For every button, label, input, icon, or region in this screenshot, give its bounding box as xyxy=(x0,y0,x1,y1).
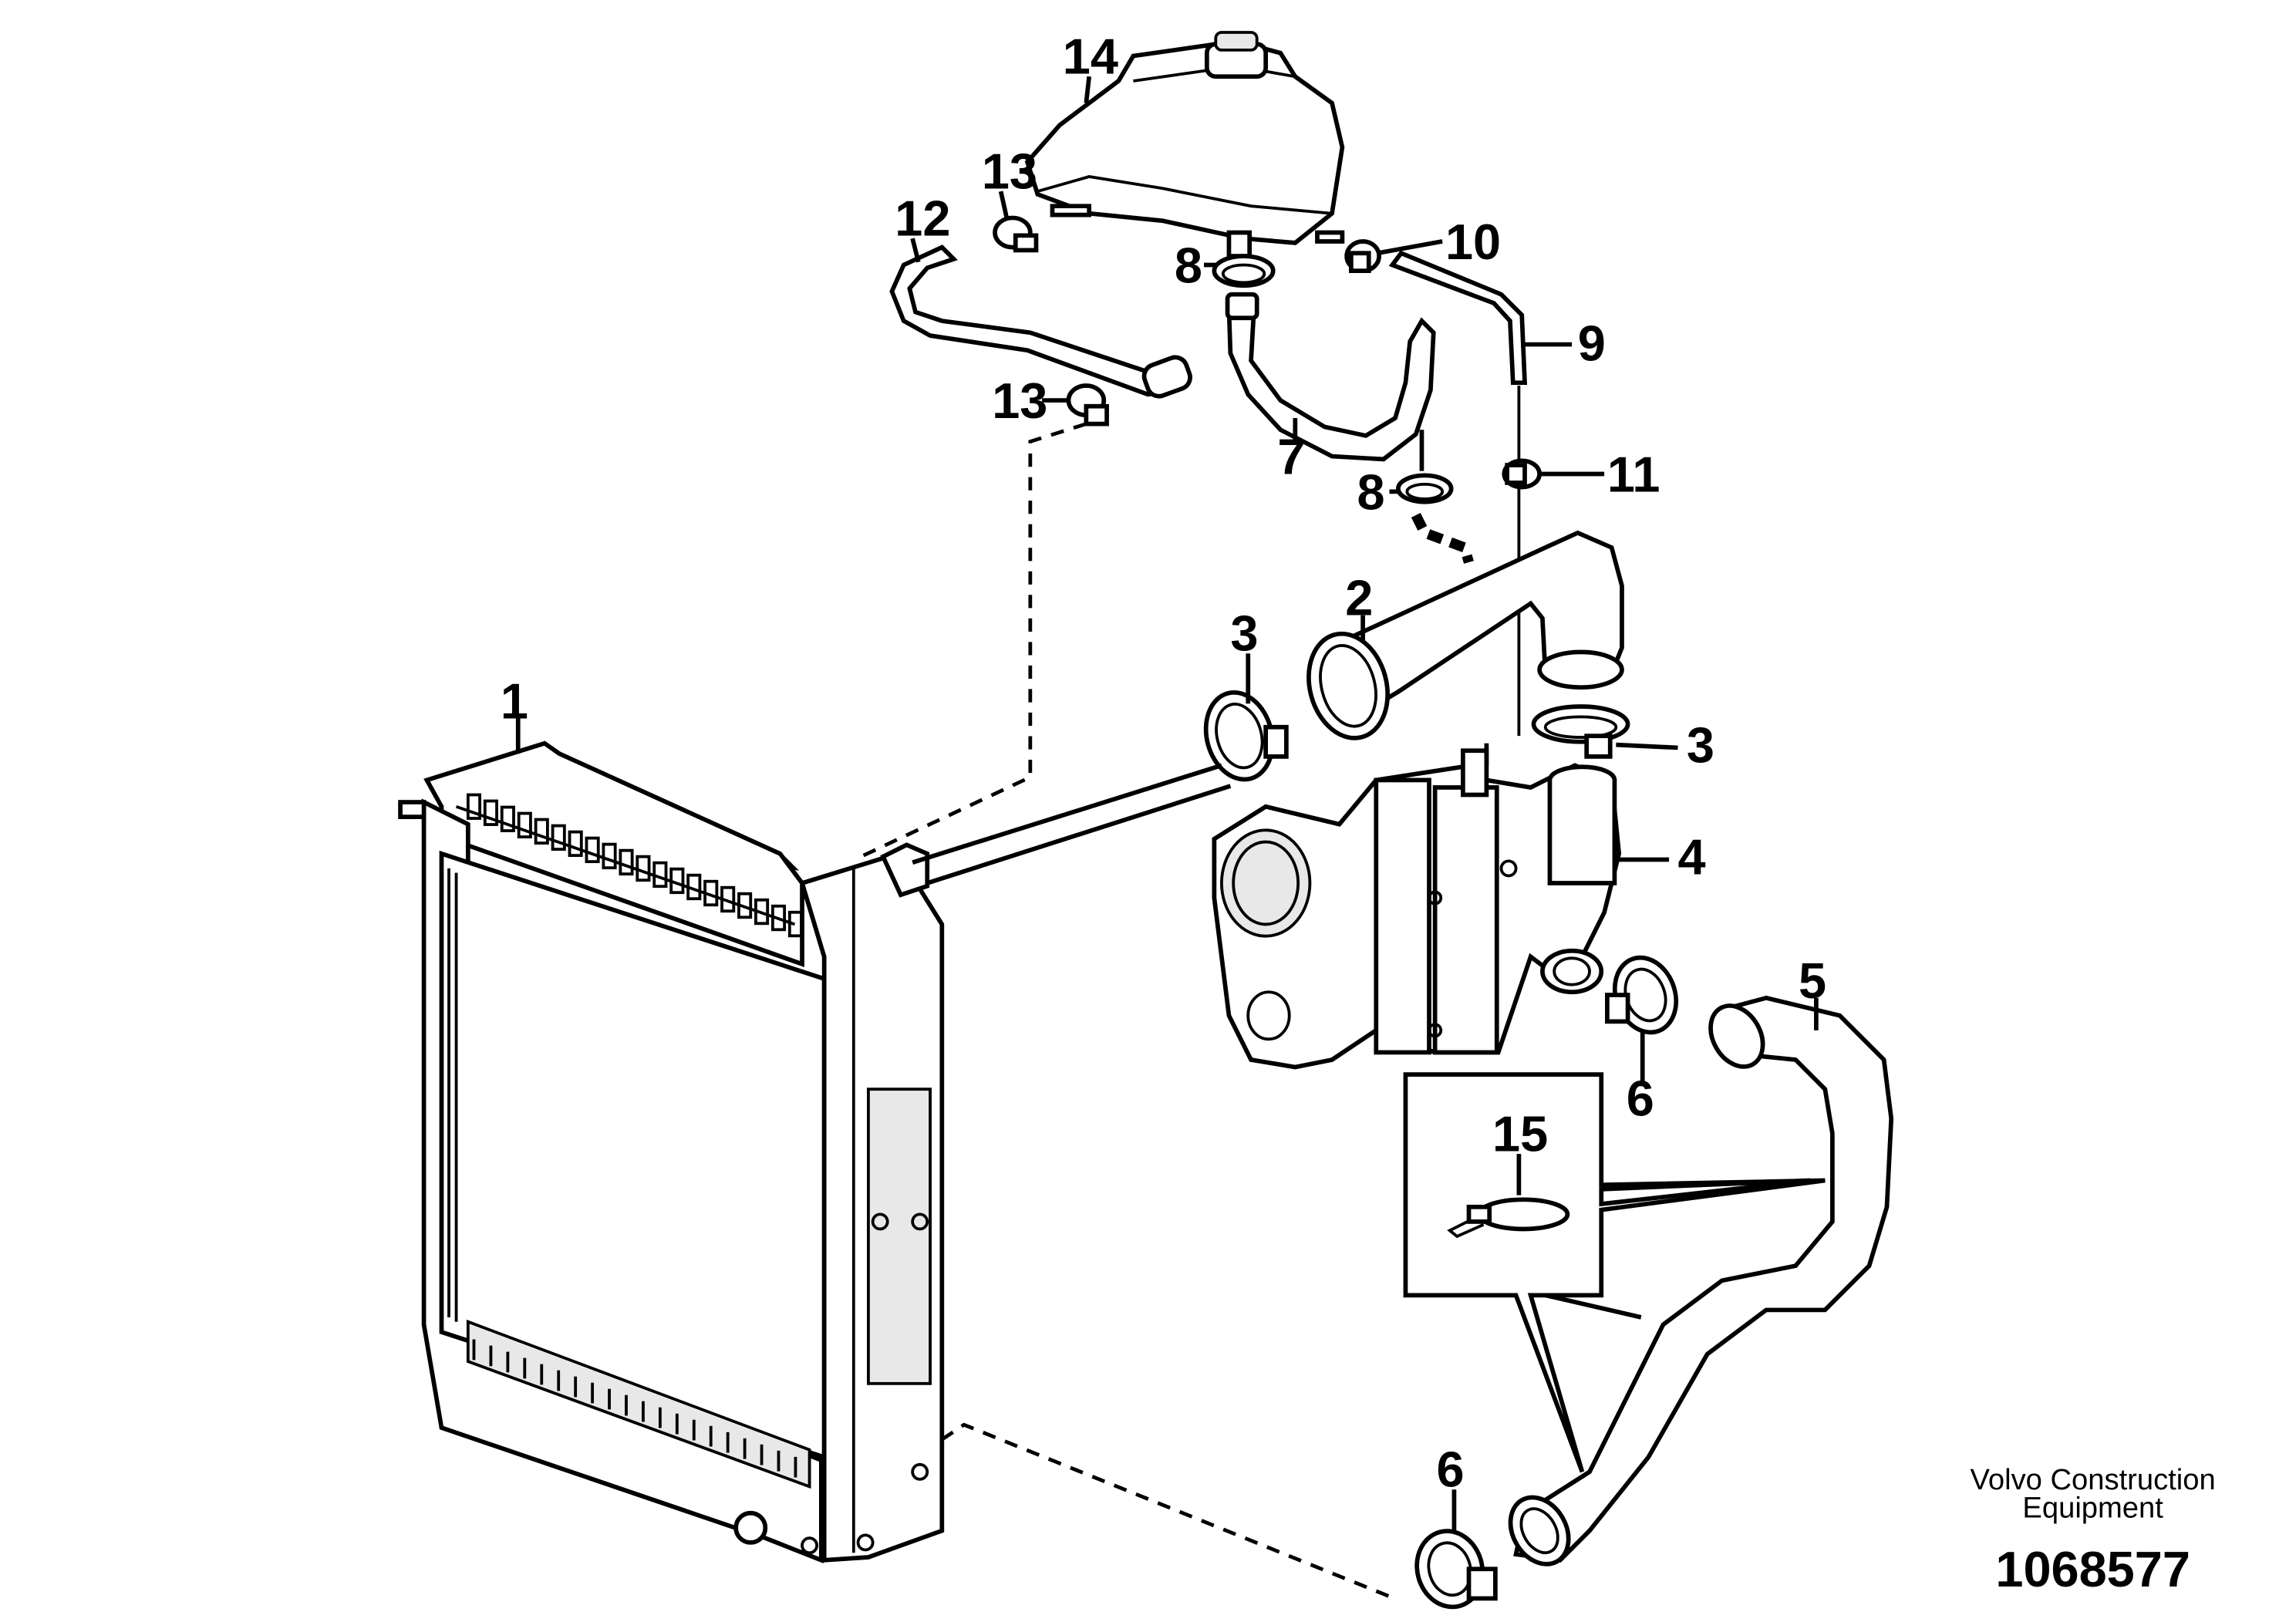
radiator-fin xyxy=(517,811,532,838)
cable-tie-icon xyxy=(1447,1197,1570,1239)
filler-hose xyxy=(1225,292,1436,462)
callout-15: 15 xyxy=(1492,1105,1548,1162)
radiator-fin xyxy=(686,873,702,901)
radiator-fin xyxy=(787,910,803,938)
hose-clamp-3-right xyxy=(1531,704,1630,759)
callout-13-lower: 13 xyxy=(992,373,1047,429)
routing-lines xyxy=(860,422,1489,1599)
callout-3-right: 3 xyxy=(1687,717,1714,774)
radiator-fin xyxy=(669,867,685,895)
brand-line-2: Equipment xyxy=(2022,1491,2163,1524)
radiator-fin xyxy=(466,793,482,820)
callout-10: 10 xyxy=(1445,214,1501,270)
cable-tie-detail-box xyxy=(1403,1072,1826,1473)
callout-labels: 1 2 3 3 4 5 6 6 7 8 8 9 10 11 12 13 13 1… xyxy=(501,28,1826,1497)
hose-clamp-6-lower xyxy=(1414,1529,1498,1610)
thermostat-housing xyxy=(1212,748,1622,1070)
expansion-tank xyxy=(1024,31,1345,258)
hose-clamp-11 xyxy=(1502,458,1542,490)
radiator-fin xyxy=(568,830,583,858)
callout-14: 14 xyxy=(1063,28,1118,84)
radiator-bottom-fins xyxy=(472,1339,797,1478)
radiator-fin xyxy=(652,861,668,889)
callout-3-left: 3 xyxy=(1230,605,1258,661)
hose-clamp-13-upper xyxy=(993,215,1039,253)
callout-2: 2 xyxy=(1345,570,1373,626)
radiator-fin xyxy=(703,879,719,907)
callout-leaders xyxy=(515,76,1819,1534)
hose-clamp-8-lower xyxy=(1396,473,1454,504)
deaeration-hose xyxy=(889,244,1192,399)
radiator-fin xyxy=(770,904,787,932)
radiator-fin xyxy=(754,898,770,926)
hose-clamp-8-upper xyxy=(1212,254,1276,288)
upper-radiator-hose xyxy=(1306,530,1624,740)
callout-5: 5 xyxy=(1799,953,1826,1009)
callout-7: 7 xyxy=(1277,428,1305,484)
callout-6-lower: 6 xyxy=(1437,1441,1465,1497)
document-number: 1068577 xyxy=(1995,1541,2190,1597)
callout-8-lower: 8 xyxy=(1357,464,1384,520)
hose-clamp-13-lower xyxy=(1066,383,1109,427)
brand-block: Volvo Construction Equipment 1068577 xyxy=(1971,1463,2216,1597)
callout-4: 4 xyxy=(1678,829,1706,885)
hose-clamp-3-left xyxy=(1203,690,1289,782)
radiator-fin xyxy=(500,805,515,832)
callout-11: 11 xyxy=(1607,446,1660,502)
radiator-fin xyxy=(720,885,736,913)
callout-9: 9 xyxy=(1578,315,1606,372)
brand-line-1: Volvo Construction xyxy=(1971,1463,2216,1496)
radiator-fin xyxy=(483,799,498,826)
callout-12: 12 xyxy=(895,190,950,246)
radiator-fin xyxy=(619,848,634,876)
callout-6-upper: 6 xyxy=(1627,1071,1654,1127)
callout-8-upper: 8 xyxy=(1175,237,1202,293)
hose-clamp-6-upper xyxy=(1605,955,1679,1035)
radiator-top-fins xyxy=(466,793,803,938)
radiator-fin xyxy=(602,842,617,870)
radiator xyxy=(398,740,1232,1564)
radiator-fin xyxy=(551,824,566,851)
callout-1: 1 xyxy=(501,673,528,729)
radiator-fin xyxy=(636,855,651,882)
callout-13-upper: 13 xyxy=(982,143,1037,199)
radiator-fin xyxy=(585,836,600,864)
radiator-fin xyxy=(534,818,549,845)
lower-radiator-hose xyxy=(1508,995,1894,1566)
radiator-fin xyxy=(737,892,753,919)
hose-clamp-10 xyxy=(1344,239,1381,274)
